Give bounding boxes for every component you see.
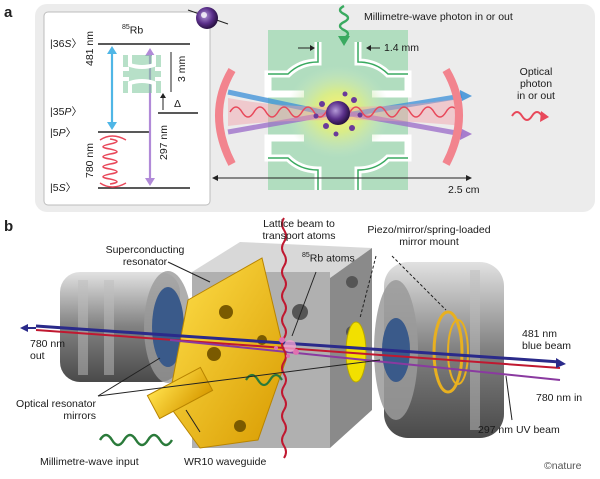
optical-photon-label: Optical photon in or out <box>517 66 555 102</box>
cavity-size-label: 3 mm <box>176 55 188 82</box>
panel-a-letter: a <box>4 4 13 21</box>
beam-481-b <box>35 324 561 364</box>
arrow-780 <box>102 138 118 185</box>
transition-481-label: 481 nm <box>84 30 96 66</box>
lattice-beam-label: Lattice beam to transport atoms <box>262 218 336 242</box>
beam-297-b <box>169 339 561 381</box>
rb-atoms-label: 85Rb atoms <box>302 252 355 265</box>
state-5p-label: |5P〉 <box>50 127 77 139</box>
optical-photon-icon <box>511 111 543 121</box>
superconducting-resonator-label: Superconducting resonator <box>105 244 185 268</box>
mm-wave-photon-icon <box>338 4 350 40</box>
gap-label: 1.4 mm <box>384 42 420 54</box>
transition-297-label: 297 nm <box>158 124 170 160</box>
beam-780-b <box>35 329 561 369</box>
mirror-left <box>215 67 236 166</box>
cavity-icon <box>123 55 161 93</box>
rb-isotope-label: 85Rb <box>122 24 144 37</box>
length-label: 2.5 cm <box>448 184 480 196</box>
in-780-label: 780 nm in <box>536 392 583 404</box>
uv-beam-297-label: 297 nm UV beam <box>478 424 560 436</box>
state-5s-label: |5S〉 <box>50 182 77 194</box>
state-36s-label: |36S〉 <box>50 38 82 50</box>
mm-photon-label: Millimetre-wave photon in or out <box>364 11 513 23</box>
rb-atom-icon <box>187 7 229 29</box>
transition-780-label: 780 nm <box>84 142 96 178</box>
optical-resonator-mirrors-label: Optical resonator mirrors <box>16 398 96 422</box>
waveguide-label: WR10 waveguide <box>184 456 267 468</box>
mm-wave-input-label: Millimetre-wave input <box>40 456 139 468</box>
nature-credit: ©nature <box>544 460 582 472</box>
blue-beam-481-label: 481 nm blue beam <box>522 328 572 352</box>
left-mirror-mount <box>60 271 192 383</box>
atom-cloud <box>313 91 363 137</box>
rb-atom-cloud-b <box>274 337 299 358</box>
detuning-label: Δ <box>174 98 182 110</box>
mirror-right <box>442 67 463 166</box>
mm-wave-input-icon <box>98 433 174 447</box>
out-780-label: 780 nm out <box>30 338 66 362</box>
wr10-waveguide-plate <box>146 257 287 449</box>
energy-level-box <box>43 11 211 206</box>
apparatus <box>20 217 566 459</box>
piezo-mount-label: Piezo/mirror/spring-loaded mirror mount <box>367 224 491 248</box>
state-35p-label: |35P〉 <box>50 106 82 118</box>
panel-b-letter: b <box>4 218 14 235</box>
